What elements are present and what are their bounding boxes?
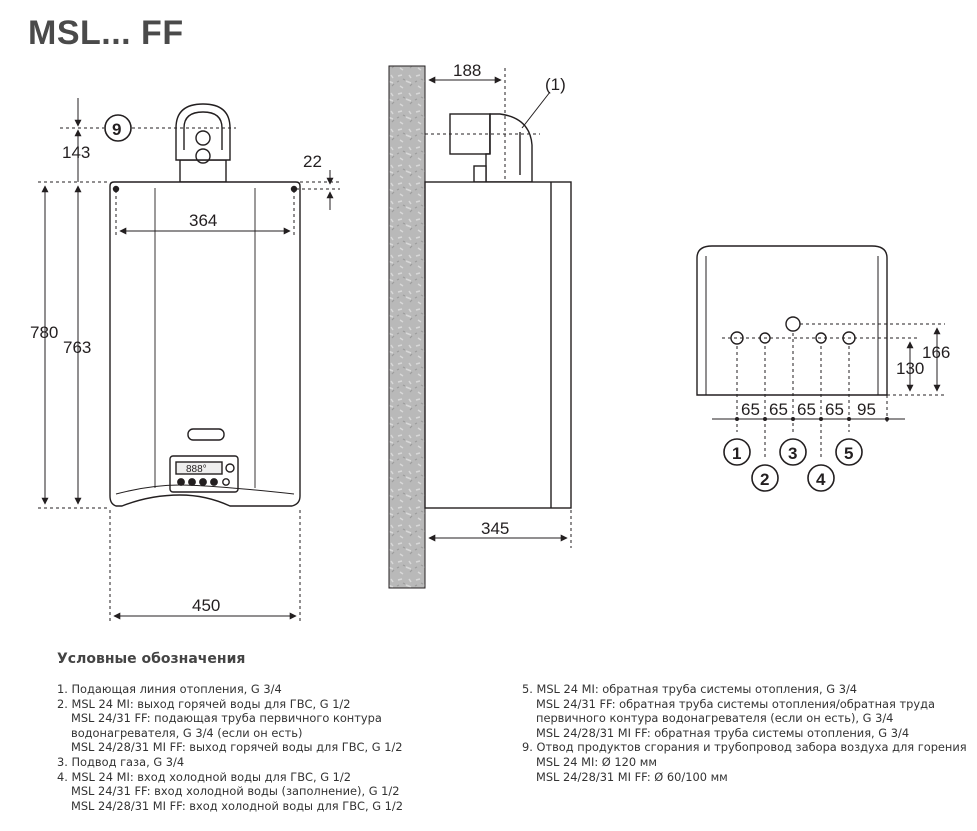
dim-450-label: 450: [192, 596, 220, 615]
callout-3-circle: [779, 438, 807, 466]
spacing-label-2: 65: [769, 400, 788, 419]
connection-3: [785, 316, 801, 332]
bottom-callout-1: 1: [732, 444, 741, 463]
dim-763-label: 763: [63, 338, 91, 357]
wall: [388, 65, 426, 589]
legend-item: водонагревателя, G 3/4 (если он есть): [71, 725, 303, 740]
callout-1-label: (1): [545, 75, 566, 94]
page-title: MSL... FF: [28, 14, 184, 52]
callout-9-label: 9: [112, 120, 121, 139]
control-panel: 888°: [169, 455, 239, 493]
legend-item: 1. Подающая линия отопления, G 3/4: [57, 682, 282, 696]
callout-9-circle: [104, 114, 132, 142]
technical-drawing: 888° 143 22: [30, 61, 950, 622]
legend-item: 5. MSL 24 MI: обратная труба системы ото…: [522, 682, 858, 696]
dim-143-label: 143: [62, 143, 90, 162]
flue-elbow: [449, 113, 533, 183]
dim-130-label: 130: [896, 359, 924, 378]
spacing-label-5: 95: [857, 400, 876, 419]
bottom-callout-3: 3: [788, 444, 797, 463]
bottom-callout-5: 5: [844, 444, 853, 463]
callout-4-circle: [807, 464, 835, 492]
spacing-label-4: 65: [825, 400, 844, 419]
legend-item: MSL 24/28/31 MI FF: выход горячей воды д…: [71, 740, 403, 755]
legend-title: Условные обозначения: [57, 651, 246, 667]
boiler-side-body: [424, 181, 572, 509]
legend-item: 4. MSL 24 MI: вход холодной воды для ГВС…: [57, 769, 352, 784]
callout-2-circle: [751, 464, 779, 492]
bottom-callout-4: 4: [816, 470, 826, 489]
dim-188-label: 188: [453, 61, 481, 80]
legend-item: 2. MSL 24 MI: выход горячей воды для ГВС…: [57, 696, 351, 711]
brand-logo-plate: [187, 428, 225, 441]
dim-345-label: 345: [481, 519, 509, 538]
display-readout: 888°: [186, 464, 207, 475]
callout-1-circle: [723, 438, 751, 466]
dim-780-label: 780: [30, 323, 58, 342]
bottom-view: [696, 245, 888, 396]
legend-item: первичного контура водонагревателя (если…: [536, 711, 894, 726]
legend-item: MSL 24/31 FF: вход холодной воды (заполн…: [71, 784, 400, 799]
legend-item: MSL 24/28/31 MI FF: обратная труба систе…: [536, 725, 910, 740]
dim-22-label: 22: [303, 152, 322, 171]
legend-item: MSL 24/28/31 MI FF: вход холодной воды д…: [71, 798, 404, 813]
spacing-label-3: 65: [797, 400, 816, 419]
legend-item: MSL 24 MI: Ø 120 мм: [536, 754, 657, 769]
flue-pipe: [175, 103, 231, 183]
front-dimensions: [38, 98, 340, 622]
front-view: 888°: [109, 103, 301, 507]
legend-item: 3. Подвод газа, G 3/4: [57, 754, 185, 769]
side-view: [388, 65, 572, 589]
bottom-callout-2: 2: [760, 470, 769, 489]
callout-5-circle: [835, 438, 863, 466]
spacing-label-1: 65: [741, 400, 760, 419]
legend-item: MSL 24/31 FF: подающая труба первичного …: [71, 711, 382, 726]
legend-item: MSL 24/31 FF: обратная труба системы ото…: [536, 696, 935, 711]
legend-item: MSL 24/28/31 MI FF: Ø 60/100 мм: [536, 769, 728, 784]
dim-364-label: 364: [189, 211, 217, 230]
dim-166-label: 166: [922, 343, 950, 362]
legend-right-column: 5. MSL 24 MI: обратная труба системы ото…: [522, 682, 967, 784]
boiler-front-body: [109, 181, 301, 507]
legend-left-column: 1. Подающая линия отопления, G 3/4 2. MS…: [57, 682, 457, 813]
legend-item: 9. Отвод продуктов сгорания и трубопрово…: [522, 740, 967, 755]
